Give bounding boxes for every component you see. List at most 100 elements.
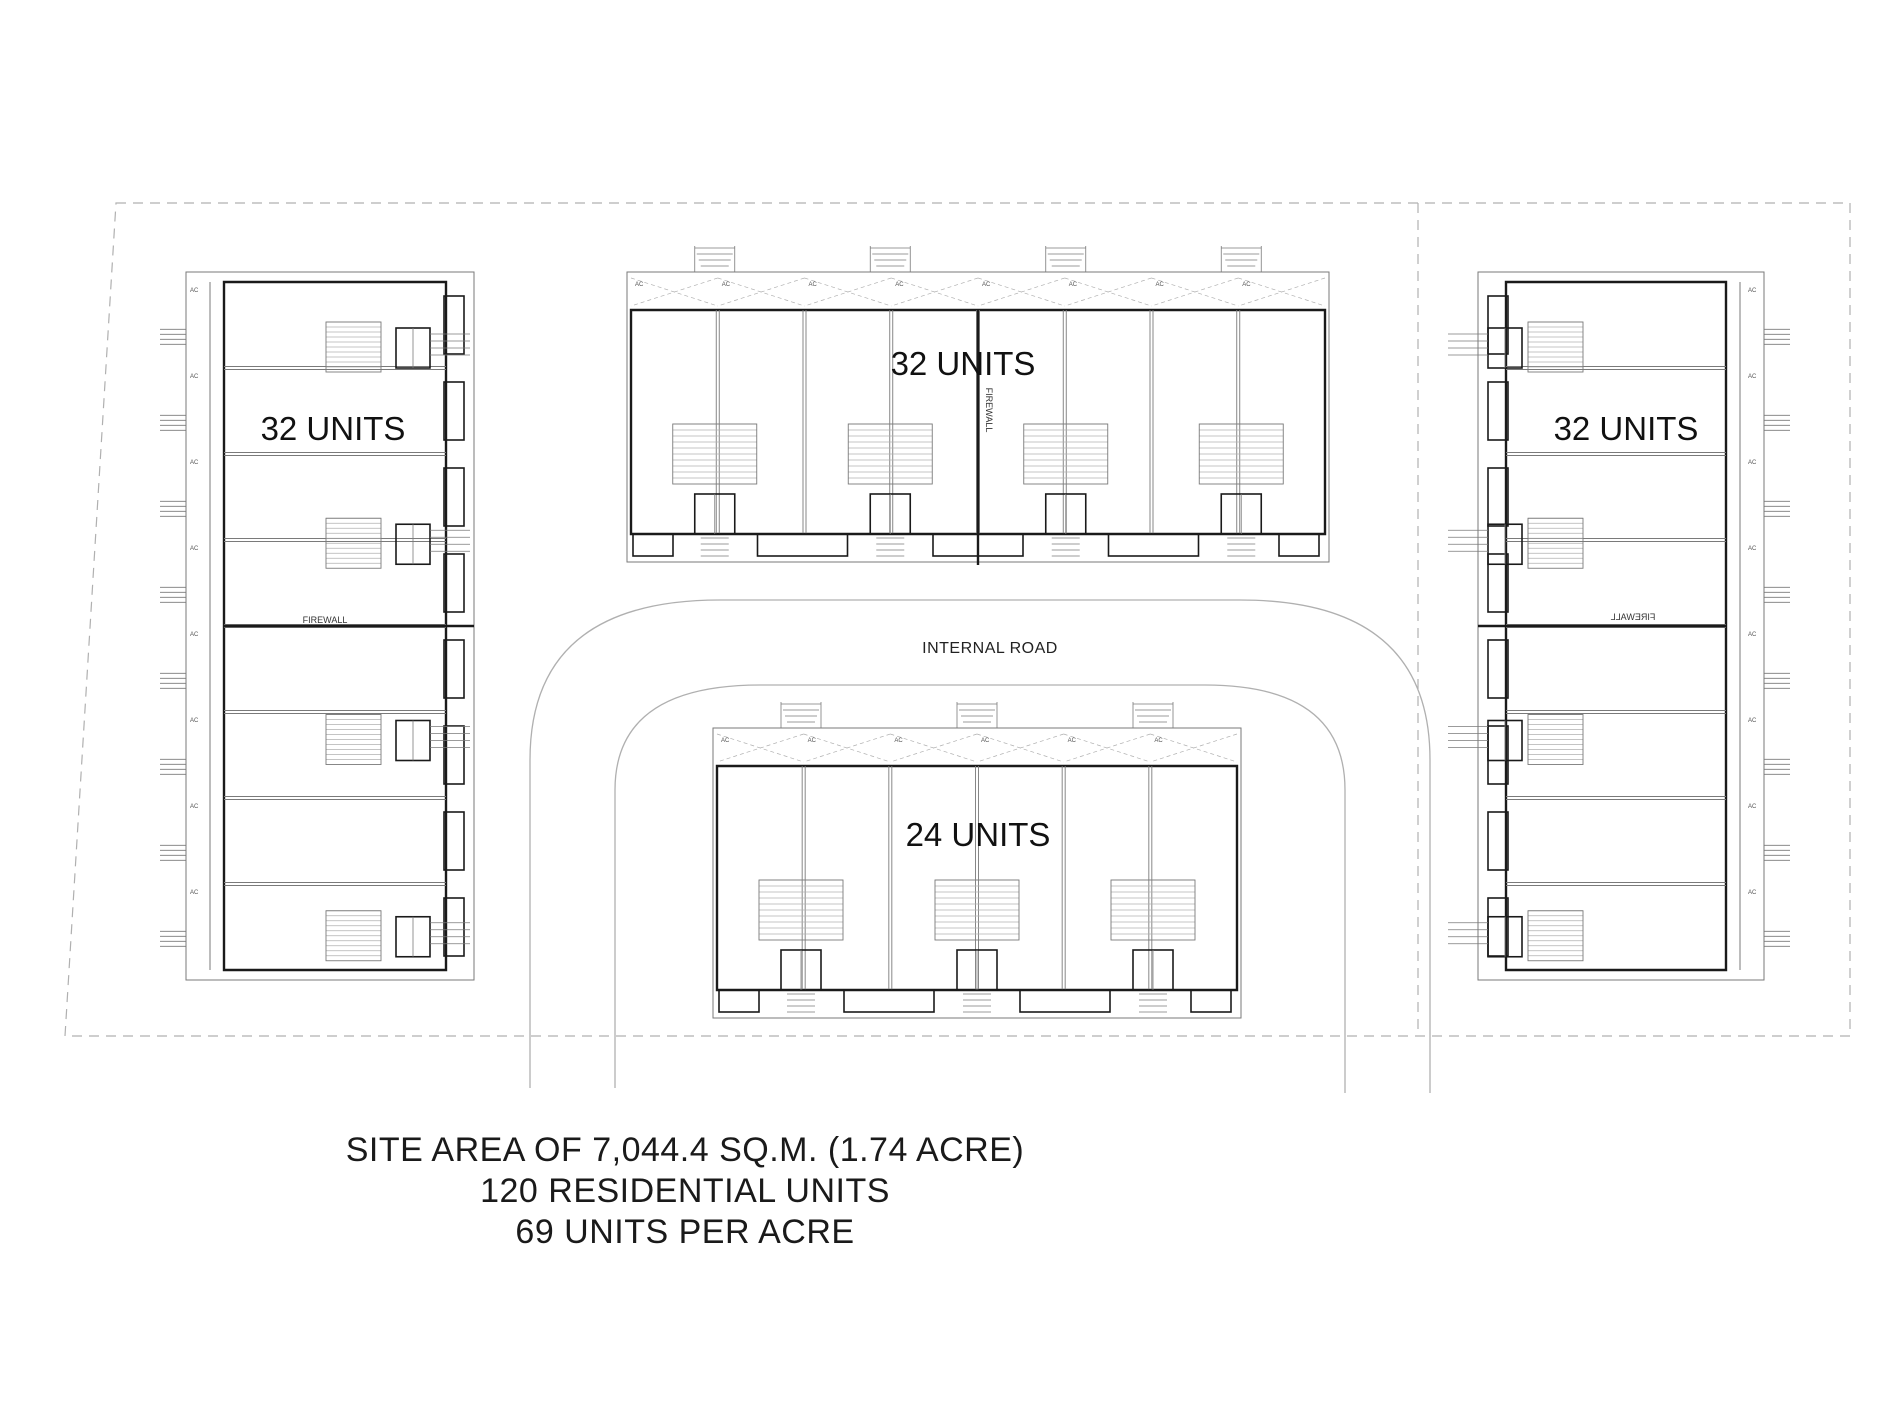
ac-tag: AC [190,718,199,724]
ac-tag: AC [1748,804,1757,810]
building-north-units-label: 32 UNITS [891,345,1036,382]
ac-tag: AC [1154,738,1163,744]
balcony-diagonal [717,277,805,307]
internal-road [529,599,1431,1093]
balcony-diagonal [977,277,1065,307]
ac-tag: AC [895,282,904,288]
notch-wall [443,725,465,785]
stair-outline [1527,714,1584,765]
notch-wall [1278,533,1320,557]
notch-wall [1019,989,1111,1013]
ac-tag: AC [635,282,644,288]
building-exterior-wall [222,280,448,972]
stair-outline [1023,423,1109,485]
stair-outline [325,910,382,962]
ac-tag: AC [721,738,730,744]
stair-outline [1527,517,1584,569]
balcony-diagonal [891,277,979,307]
notch-wall [443,553,465,613]
balcony-diagonal [803,733,891,763]
ac-tag: AC [1748,632,1757,638]
stair-outline [672,423,758,485]
ac-tag: AC [1748,546,1757,552]
notch-wall [1487,381,1509,441]
stair-outline [1110,879,1196,941]
ac-tag: AC [894,738,903,744]
ac-tag: AC [190,288,199,294]
notch-wall [1107,533,1200,557]
road-outer-edge [529,599,1431,1093]
building-west-units-label: 32 UNITS [261,410,406,447]
building-south: AC AC AC AC AC AC [712,702,1242,1019]
notch-wall [443,467,465,527]
notch-wall [443,811,465,871]
ac-tag: AC [190,546,199,552]
ac-tag: AC [1748,890,1757,896]
ac-tag: AC [190,890,199,896]
stair-outline [1527,910,1584,962]
stair-outline [847,423,933,485]
ac-tag: AC [1748,374,1757,380]
notch-wall [756,533,849,557]
notch-wall [443,639,465,699]
notch-wall [1487,467,1509,527]
density-text: 69 UNITS PER ACRE [515,1213,855,1251]
balcony-diagonal [890,733,978,763]
site-area-text: SITE AREA OF 7,044.4 SQ.M. (1.74 ACRE) [345,1131,1025,1169]
balcony-diagonal [630,277,718,307]
stair-outline [934,879,1020,941]
balcony-diagonal [1238,277,1326,307]
notch-wall [1487,811,1509,871]
ac-tag: AC [190,374,199,380]
notch-wall [1487,639,1509,699]
ac-tag: AC [190,632,199,638]
notch-wall [443,381,465,441]
building-west-firewall-label: FIREWALL [303,615,348,625]
building-east-firewall-label: FIREWALL [1611,612,1656,622]
ac-tag: AC [1069,282,1078,288]
notch-wall [443,897,465,957]
ac-tag: AC [981,738,990,744]
road-inner-edge [614,684,1346,1093]
ac-tag: AC [190,804,199,810]
ac-tag: AC [982,282,991,288]
ac-tag: AC [1068,738,1077,744]
balcony-diagonal [1150,733,1238,763]
building-north-firewall-label: FIREWALL [984,388,994,433]
stair-outline [758,879,844,941]
notch-wall [632,533,674,557]
building-west: AC AC AC AC AC AC AC AC [160,271,475,981]
balcony-diagonal [804,277,892,307]
notch-wall [1487,295,1509,355]
ac-tag: AC [722,282,731,288]
balcony-diagonal [716,733,804,763]
notch-wall [718,989,760,1013]
stair-outline [325,714,382,765]
site-summary: SITE AREA OF 7,044.4 SQ.M. (1.74 ACRE) 1… [0,1130,1370,1253]
site-boundary-outline [64,202,1851,1037]
building-exterior-wall [1504,280,1728,972]
notch-wall [843,989,935,1013]
notch-wall [443,295,465,355]
ac-tag: AC [1242,282,1251,288]
balcony-diagonal [1151,277,1239,307]
building-south-units-label: 24 UNITS [906,816,1051,853]
stair-outline [325,321,382,373]
building-east-units-label: 32 UNITS [1554,410,1699,447]
ac-tag: AC [1156,282,1165,288]
stair-outline [325,517,382,569]
notch-wall [1190,989,1232,1013]
building-outer-frame [712,727,1242,1019]
building-exterior-wall [715,764,1239,992]
residential-units-text: 120 RESIDENTIAL UNITS [480,1172,890,1210]
stair-outline [1527,321,1584,373]
ac-tag: AC [1748,288,1757,294]
ac-tag: AC [808,738,817,744]
notch-wall [1487,553,1509,613]
ac-tag: AC [190,460,199,466]
balcony-diagonal [1063,733,1151,763]
ac-tag: AC [1748,460,1757,466]
